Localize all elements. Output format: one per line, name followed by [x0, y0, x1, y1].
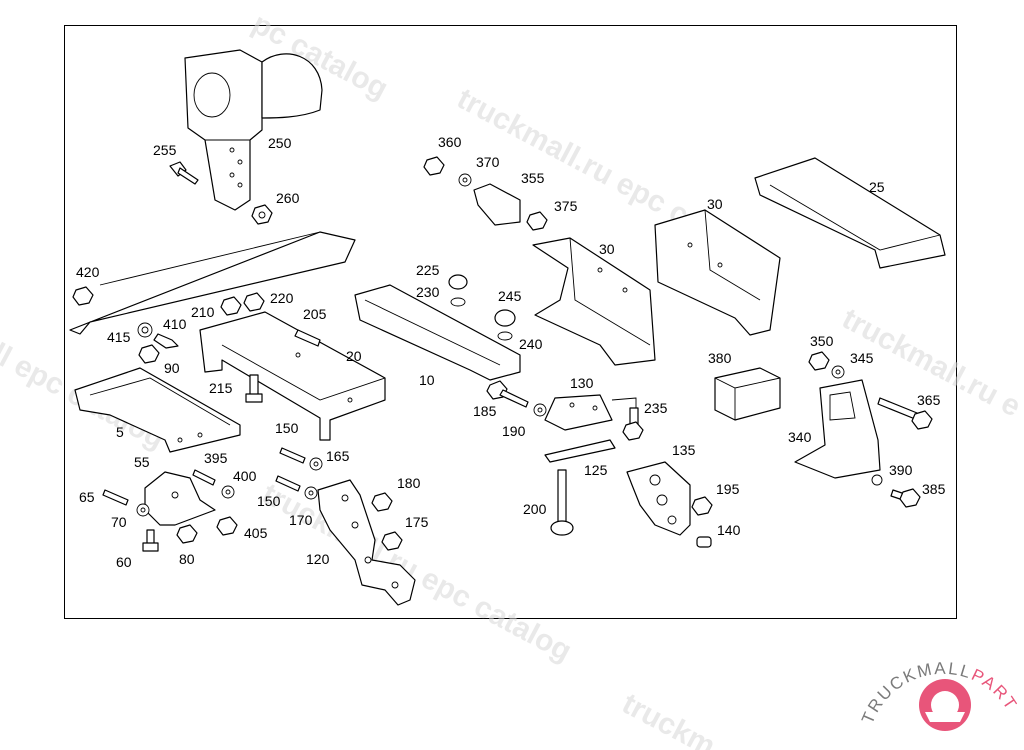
callout-380: 380	[708, 350, 732, 366]
callout-70: 70	[111, 514, 127, 530]
callout-30a: 30	[707, 196, 723, 212]
part-195-nut	[691, 496, 713, 516]
callout-400: 400	[233, 468, 257, 484]
part-200-bolt	[550, 469, 574, 536]
callout-65: 65	[79, 489, 95, 505]
callout-10: 10	[419, 372, 435, 388]
callout-170: 170	[289, 512, 313, 528]
hardware-225-230-245-240	[448, 274, 516, 341]
callout-395: 395	[204, 450, 228, 466]
callout-415: 415	[107, 329, 131, 345]
callout-175: 175	[405, 514, 429, 530]
hardware-65-70-60-80	[102, 489, 198, 552]
callout-210: 210	[191, 304, 215, 320]
callout-165: 165	[326, 448, 350, 464]
callout-150b: 150	[257, 493, 281, 509]
part-10-crossmember	[354, 284, 521, 381]
callout-205: 205	[303, 306, 327, 322]
callout-345: 345	[850, 350, 874, 366]
part-30-bracket-left	[532, 237, 656, 366]
callout-80: 80	[179, 551, 195, 567]
callout-180: 180	[397, 475, 421, 491]
part-380-block	[714, 367, 781, 421]
part-250-housing	[184, 49, 323, 211]
hardware-185-190	[486, 380, 547, 417]
callout-260: 260	[276, 190, 300, 206]
hardware-415-410-90	[137, 322, 179, 364]
callout-385: 385	[922, 481, 946, 497]
part-255-bolt	[169, 161, 199, 185]
hardware-360-370-355-375	[423, 156, 548, 231]
callout-240: 240	[519, 336, 543, 352]
part-340-bracket	[794, 379, 881, 479]
part-235-bolt	[622, 407, 644, 441]
callout-235: 235	[644, 400, 668, 416]
hardware-150-165-170-175-180	[275, 447, 403, 551]
callout-230: 230	[416, 284, 440, 300]
callout-405: 405	[244, 525, 268, 541]
callout-190: 190	[502, 423, 526, 439]
callout-185: 185	[473, 403, 497, 419]
callout-245: 245	[498, 288, 522, 304]
part-215-bolt	[245, 374, 263, 403]
callout-150a: 150	[275, 420, 299, 436]
callout-20: 20	[346, 348, 362, 364]
callout-420: 420	[76, 264, 100, 280]
part-420-channel	[69, 231, 356, 335]
callout-125: 125	[584, 462, 608, 478]
callout-250: 250	[268, 135, 292, 151]
part-135-bracket	[626, 461, 691, 536]
callout-355: 355	[521, 170, 545, 186]
callout-225: 225	[416, 262, 440, 278]
hardware-205-210-220	[220, 292, 321, 347]
part-55-mount	[144, 471, 216, 526]
callout-30b: 30	[599, 241, 615, 257]
callout-5: 5	[116, 424, 124, 440]
callout-350: 350	[810, 333, 834, 349]
callout-375: 375	[554, 198, 578, 214]
callout-255: 255	[153, 142, 177, 158]
callout-390: 390	[889, 462, 913, 478]
callout-90: 90	[164, 360, 180, 376]
callout-labels: 5 10 20 25 30 30 55 60 65 70 80 90 120 1…	[76, 134, 946, 570]
callout-120: 120	[306, 551, 330, 567]
watermark-text: truckm	[617, 687, 721, 750]
callout-195: 195	[716, 481, 740, 497]
callout-60: 60	[116, 554, 132, 570]
callout-25: 25	[869, 179, 885, 195]
callout-365: 365	[917, 392, 941, 408]
part-140-pin	[696, 536, 712, 548]
callout-135: 135	[672, 442, 696, 458]
part-30-bracket-right	[654, 209, 781, 336]
part-5-bracket	[74, 367, 241, 453]
callout-130: 130	[570, 375, 594, 391]
part-420-nut	[72, 286, 94, 306]
part-125-strip	[544, 439, 616, 463]
part-120-bracket	[317, 479, 416, 606]
callout-200: 200	[523, 501, 547, 517]
hardware-395-400-405	[192, 469, 238, 536]
callout-215: 215	[209, 380, 233, 396]
callout-370: 370	[476, 154, 500, 170]
callout-140: 140	[717, 522, 741, 538]
callout-410: 410	[163, 316, 187, 332]
leader-lines	[611, 397, 637, 408]
part-20-crossmember	[199, 311, 386, 441]
callout-360: 360	[438, 134, 462, 150]
part-25-crossmember	[754, 157, 946, 269]
hardware-350-345-365	[808, 351, 933, 430]
part-130-plate	[544, 394, 613, 431]
part-260-nut	[251, 204, 273, 225]
hardware-390-385	[871, 474, 921, 508]
callout-55: 55	[134, 454, 150, 470]
callout-340: 340	[788, 429, 812, 445]
callout-220: 220	[270, 290, 294, 306]
